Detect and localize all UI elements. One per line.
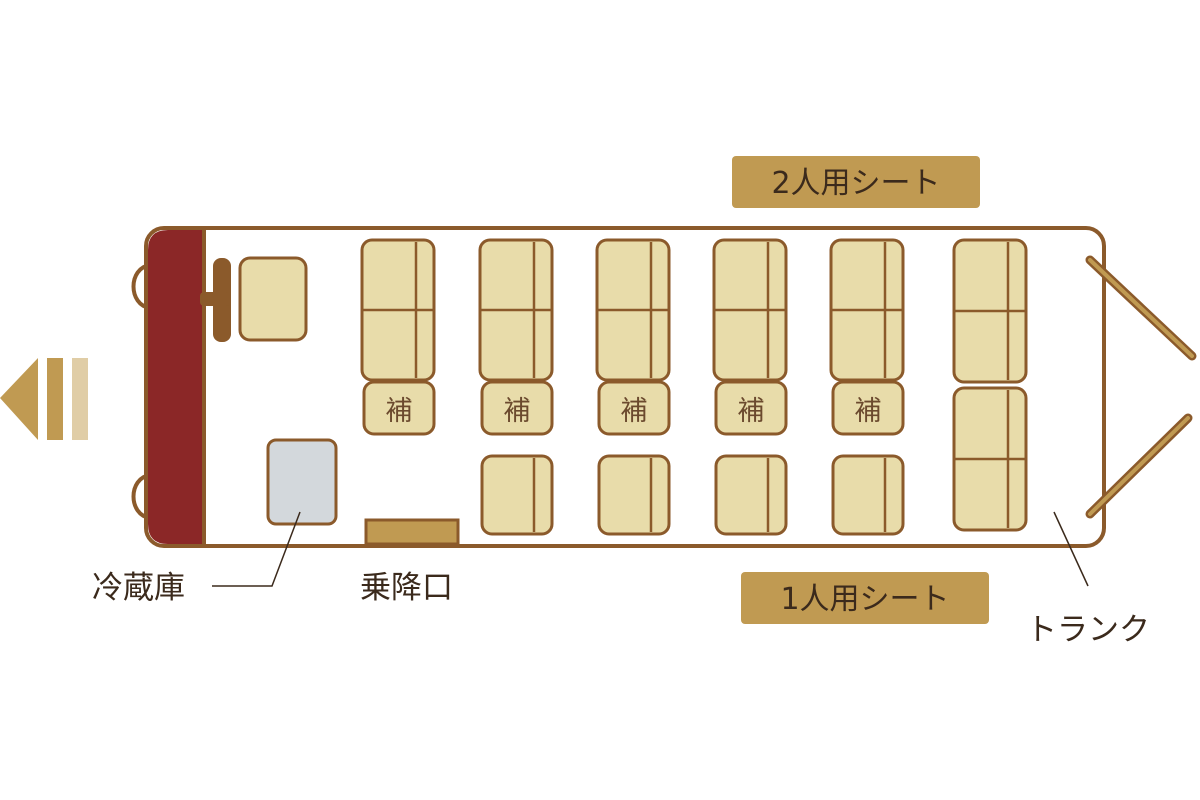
trunk-label: トランク [1026, 612, 1150, 648]
aux-seat-3: 補 [597, 380, 671, 436]
single-seat-1 [480, 454, 554, 536]
double-seat-row-3 [595, 238, 671, 382]
aux-seat-4: 補 [714, 380, 788, 436]
bus-front [148, 230, 204, 544]
tag-double-seat-text: 2人用シート [771, 166, 940, 201]
aux-seat-label: 補 [738, 396, 765, 427]
double-seat-row-5 [829, 238, 905, 382]
tag-double-seat: 2人用シート [732, 156, 980, 208]
driver-seat [238, 256, 308, 342]
aux-seat-label: 補 [386, 396, 413, 427]
double-seat-row-1 [360, 238, 436, 382]
steering-wheel-icon [200, 258, 231, 342]
aux-seat-label: 補 [504, 396, 531, 427]
aux-seat-label: 補 [621, 396, 648, 427]
direction-arrow-icon [0, 358, 88, 440]
aux-seat-1: 補 [362, 380, 436, 436]
double-seat-row-4 [712, 238, 788, 382]
tag-single-seat: 1人用シート [741, 572, 989, 624]
single-seat-2 [597, 454, 671, 536]
double-seat-row-2 [478, 238, 554, 382]
trunk-doors [1085, 255, 1197, 519]
door-label: 乗降口 [360, 570, 453, 606]
fridge [266, 438, 338, 526]
fridge-label: 冷蔵庫 [92, 570, 185, 606]
door [364, 518, 460, 546]
rear-seat-top [952, 238, 1028, 384]
single-seat-3 [714, 454, 788, 536]
fridge-leader-line [212, 511, 301, 587]
single-seat-4 [831, 454, 905, 536]
trunk-leader-line [1053, 511, 1089, 587]
aux-seat-2: 補 [480, 380, 554, 436]
aux-seat-5: 補 [831, 380, 905, 436]
aux-seat-label: 補 [855, 396, 882, 427]
rear-seat-bottom [952, 386, 1028, 532]
tag-single-seat-text: 1人用シート [780, 582, 949, 617]
